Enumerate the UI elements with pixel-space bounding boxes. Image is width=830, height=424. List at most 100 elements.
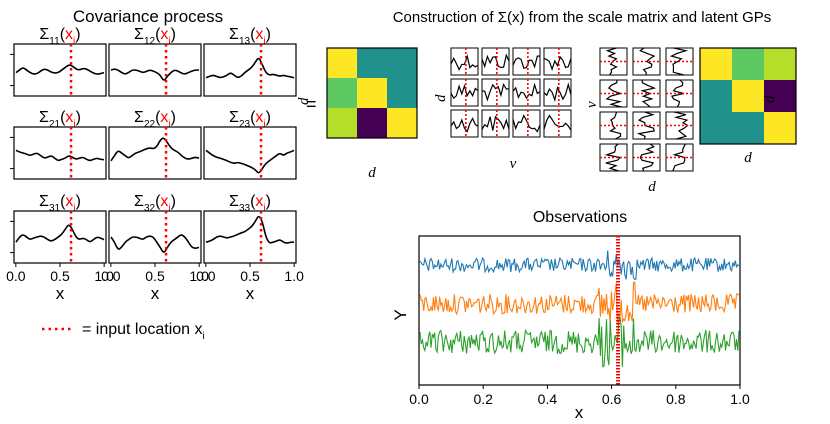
covariance-curve	[110, 234, 200, 253]
latent-curve	[481, 115, 510, 131]
matrix-cell	[387, 78, 417, 108]
latent-cell	[512, 109, 541, 138]
covariance-cell-22: Σ22(xi)	[108, 109, 202, 180]
x-axis-label: x	[56, 284, 65, 303]
sigma-sub: 21	[49, 119, 61, 130]
covariance-curve	[205, 57, 295, 79]
latent-cell	[632, 79, 661, 108]
x-tick-label: 1.0	[94, 268, 114, 284]
observations-title: Observations	[533, 209, 627, 226]
arg-x: x	[65, 193, 73, 210]
paren-open: (	[155, 26, 161, 43]
sigma-symbol: Σ	[39, 193, 49, 210]
cell-label-12: Σ12(xi)	[134, 26, 176, 47]
x-tick-label: 1.0	[284, 268, 304, 284]
covariance-cell-23: Σ23(xi)	[203, 109, 297, 180]
arg-sub: i	[168, 203, 170, 214]
matrix-cell	[357, 78, 387, 108]
latent-curve	[512, 82, 541, 100]
x-tick-label: 0.5	[145, 268, 165, 284]
equals-sign: =	[306, 94, 317, 114]
arg-sub: i	[168, 119, 170, 130]
latent-curve	[450, 83, 479, 100]
latent-cell	[665, 111, 694, 140]
covariance-cell-13: Σ13(xi)	[203, 26, 297, 97]
sigma-symbol: Σ	[229, 109, 239, 126]
paren-open: (	[155, 109, 161, 126]
scale-matrix	[699, 47, 797, 145]
cell-frame	[203, 43, 297, 97]
cell-frame	[13, 43, 107, 97]
paren-close: )	[76, 109, 81, 126]
sigma-output-matrix	[326, 47, 418, 139]
covariance-cell-31: Σ31(xi)	[10, 193, 107, 267]
arg-x: x	[160, 109, 168, 126]
matrix-cell	[764, 48, 796, 80]
matrix-cell	[764, 112, 796, 144]
latent2-row-label: v	[584, 101, 600, 108]
sigma-symbol: Σ	[134, 193, 144, 210]
sigma-sub: 32	[144, 203, 156, 214]
scale-matrix-latents	[450, 47, 572, 138]
latent-cell	[512, 47, 541, 76]
cell-frame	[108, 43, 202, 97]
paren-close: )	[76, 193, 81, 210]
sigma-sub: 22	[144, 119, 156, 130]
x-axis-label: x	[246, 284, 255, 303]
latent-cell	[665, 143, 694, 172]
paren-close: )	[266, 26, 271, 43]
latent-cell	[632, 47, 661, 76]
covariance-cell-21: Σ21(xi)	[10, 109, 107, 180]
latent-cell	[481, 78, 510, 107]
input-location-legend-text: = input location xi	[82, 321, 205, 342]
matrix-cell	[357, 48, 387, 78]
cell-label-13: Σ13(xi)	[229, 26, 271, 47]
latent-cell	[481, 109, 510, 138]
latent-curve	[543, 82, 572, 103]
sigma-symbol: Σ	[134, 109, 144, 126]
latent-curve	[512, 55, 541, 70]
latent-curve	[543, 114, 572, 131]
paren-open: (	[60, 26, 66, 43]
observation-series-3	[419, 317, 740, 368]
latent-curve	[672, 143, 686, 172]
paren-open: (	[250, 26, 256, 43]
matrix1-row-label: d	[296, 97, 312, 105]
covariance-curve	[205, 149, 295, 174]
matrix-cell	[732, 112, 764, 144]
matrix-cell	[700, 48, 732, 80]
matrix-frame	[699, 47, 797, 145]
x-tick-label: 0.6	[602, 391, 622, 407]
matrix1-col-label: d	[368, 165, 376, 181]
latent2-col-label: d	[648, 179, 656, 195]
latent-curve	[673, 111, 689, 140]
cell-label-23: Σ23(xi)	[229, 109, 271, 130]
latent-curve	[636, 111, 655, 140]
observation-series-1	[419, 250, 740, 280]
x-tick-label: 0.0	[196, 268, 216, 284]
sigma-symbol: Σ	[134, 26, 144, 43]
sigma-sub: 11	[49, 36, 60, 47]
matrix2-col-label: d	[744, 150, 752, 166]
matrix-cell	[387, 48, 417, 78]
x-tick-label: 0.4	[538, 391, 558, 407]
covariance-cell-33: Σ33(xi)	[203, 193, 297, 267]
x-tick-label: 1.0	[189, 268, 209, 284]
latent-frame	[450, 78, 479, 107]
sigma-sub: 12	[144, 36, 156, 47]
cell-frame	[203, 126, 297, 180]
arg-sub: i	[263, 203, 265, 214]
latent-frame	[543, 47, 572, 76]
latent-cell	[599, 47, 628, 76]
paren-open: (	[155, 193, 161, 210]
sigma-symbol: Σ	[39, 109, 49, 126]
covariance-curve	[205, 215, 294, 244]
arg-x: x	[255, 193, 263, 210]
observations-frame	[418, 235, 741, 386]
cell-label-33: Σ33(xi)	[229, 193, 271, 214]
latent-curve	[450, 117, 479, 133]
cell-frame	[108, 126, 202, 180]
latent-curve	[639, 143, 656, 172]
arg-x: x	[255, 26, 263, 43]
